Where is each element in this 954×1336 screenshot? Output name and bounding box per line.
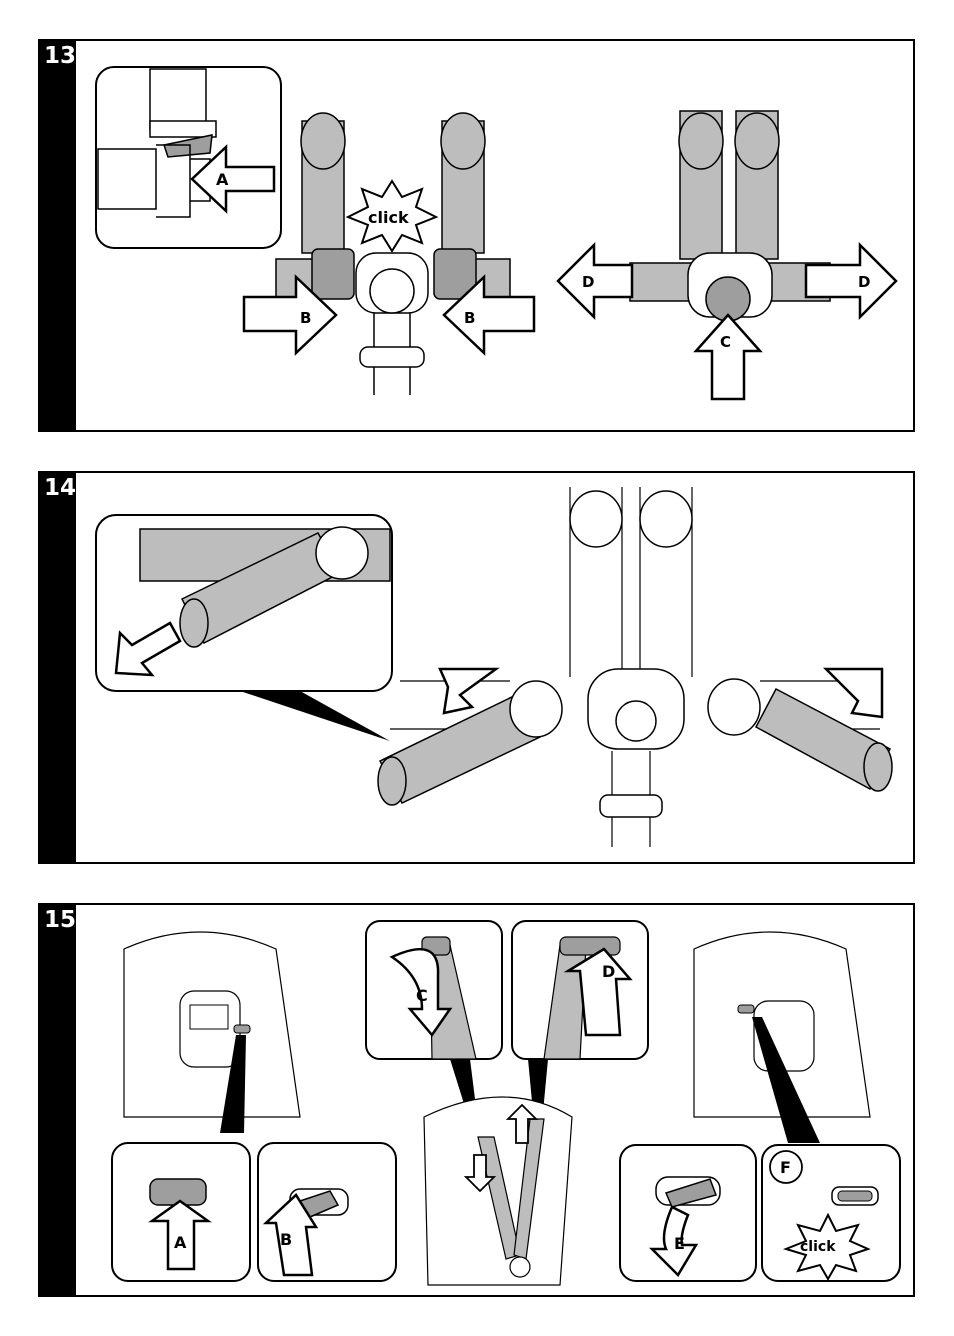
label-c: C [720, 333, 731, 351]
label-b-right: B [464, 309, 475, 327]
step-14-illustration [40, 473, 915, 864]
harness-pads [378, 487, 892, 847]
seat-back-right [620, 932, 900, 1281]
step-15-panel: 15 A B [38, 903, 915, 1297]
inset-pad-removal [96, 515, 392, 741]
label-click: click [368, 208, 409, 227]
label-b-left: B [300, 309, 311, 327]
label-b: B [280, 1230, 292, 1249]
harness-opening-illustration [558, 111, 896, 399]
label-d-right: D [858, 273, 870, 291]
label-click: click [800, 1239, 836, 1255]
label-a: A [216, 170, 229, 189]
step-13-illustration: A B B click [40, 41, 915, 432]
label-a: A [174, 1233, 187, 1252]
step-15-illustration: A B C D [40, 905, 915, 1297]
step-13-panel: 13 A [38, 39, 915, 432]
step-14-panel: 14 [38, 471, 915, 864]
label-d-left: D [582, 273, 594, 291]
label-d: D [602, 962, 615, 981]
seat-back-left [112, 932, 396, 1281]
inset-buckle-detail [96, 67, 281, 248]
label-e: E [674, 1234, 685, 1253]
label-f: F [780, 1158, 791, 1177]
label-c: C [416, 986, 428, 1005]
harness-closing-illustration [244, 113, 534, 395]
